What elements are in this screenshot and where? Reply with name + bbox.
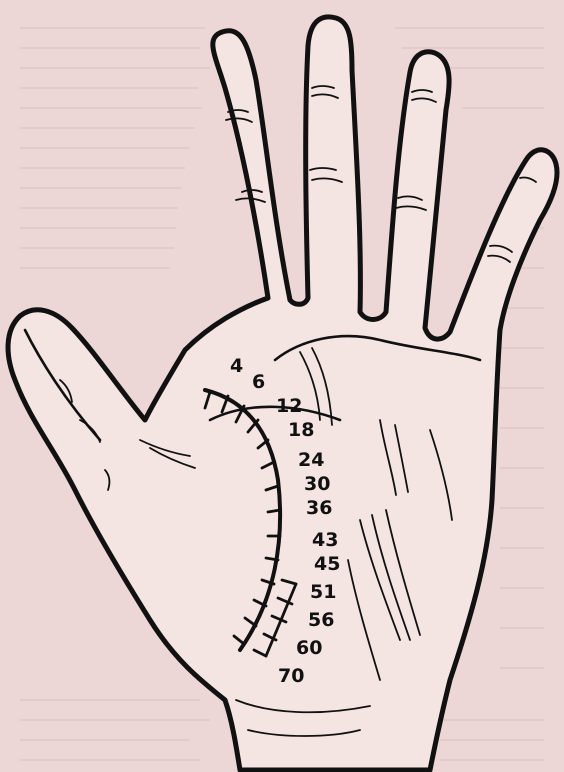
age-label-6: 6 xyxy=(252,371,265,393)
age-label-45: 45 xyxy=(314,553,340,575)
age-label-36: 36 xyxy=(306,497,332,519)
age-label-70: 70 xyxy=(278,665,304,687)
age-label-51: 51 xyxy=(310,581,336,603)
age-label-60: 60 xyxy=(296,637,322,659)
age-label-56: 56 xyxy=(308,609,334,631)
age-label-24: 24 xyxy=(298,449,324,471)
age-label-4: 4 xyxy=(230,355,243,377)
age-label-18: 18 xyxy=(288,419,314,441)
age-label-12: 12 xyxy=(276,395,302,417)
age-label-43: 43 xyxy=(312,529,338,551)
age-label-30: 30 xyxy=(304,473,330,495)
hand-outline xyxy=(8,17,557,770)
